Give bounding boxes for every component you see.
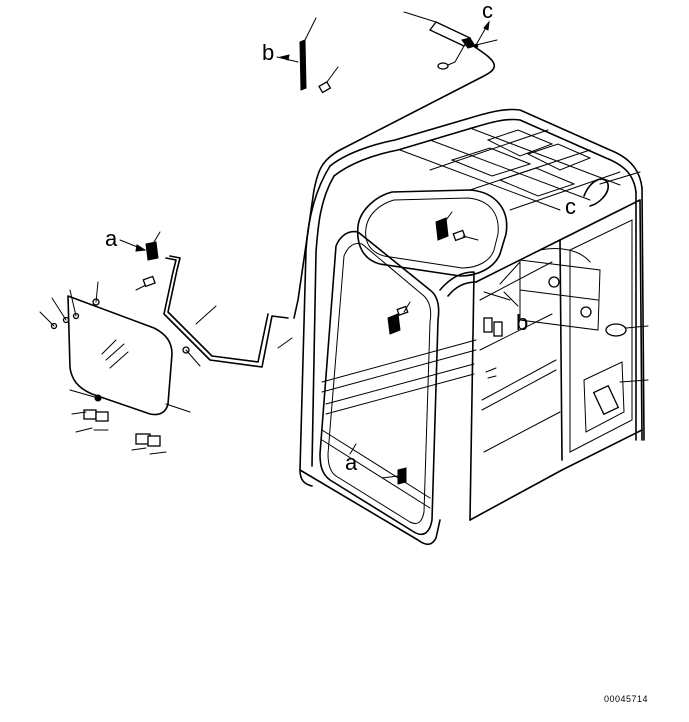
callout-b-cab: b [516, 310, 528, 335]
callout-a-left: a [105, 226, 118, 251]
clip-parts [71, 409, 167, 455]
bracket-rod: a [105, 226, 293, 368]
part-b-strip: b [262, 17, 317, 91]
callout-c-cab: c [565, 194, 576, 219]
cab-fasteners [381, 211, 511, 485]
harness-cable [293, 46, 496, 319]
callout-b-top: b [262, 40, 274, 65]
screw-b-top [318, 66, 339, 94]
operator-cab [299, 108, 649, 546]
part-c-connector: c [403, 0, 498, 70]
fastener-stack [39, 281, 201, 413]
glass-panel [39, 281, 201, 416]
document-number: 00045714 [604, 694, 648, 704]
screw-left [135, 275, 156, 291]
callout-c-top: c [482, 0, 493, 23]
callout-a-cab: a [345, 450, 358, 475]
